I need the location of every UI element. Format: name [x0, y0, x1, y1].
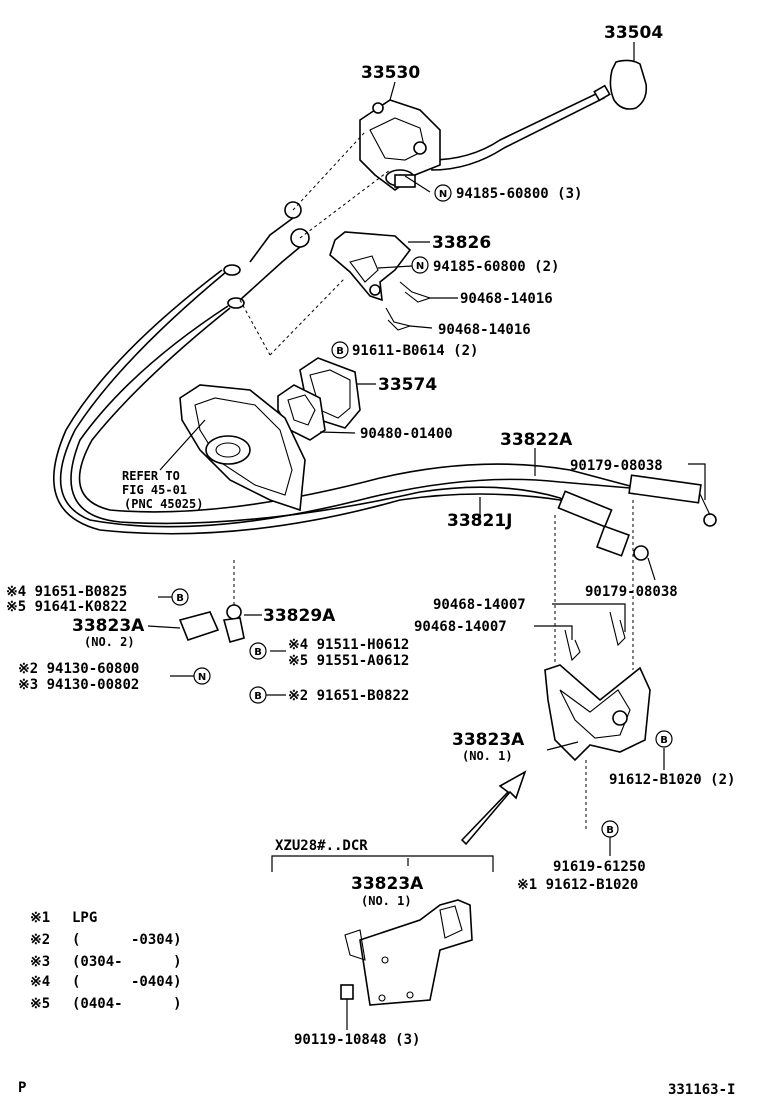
n-marker-2: N — [411, 256, 429, 274]
control-cables — [52, 269, 717, 561]
legend-text-2: ( -0304) — [72, 932, 182, 948]
b-marker-2: B — [171, 588, 189, 606]
n-marker-3: N — [193, 667, 211, 685]
svg-text:B: B — [176, 593, 184, 604]
b-marker-3: B — [249, 642, 267, 660]
label-x5-91641: ※5 91641-K0822 — [6, 599, 127, 615]
shift-lever-assembly — [359, 59, 648, 191]
legend-text-3: (0304- ) — [72, 954, 182, 970]
cable-ends-upper — [223, 131, 391, 309]
label-x3-94130: ※3 94130-00802 — [18, 677, 139, 693]
bracket-33823a-no1 — [544, 500, 651, 830]
label-90468-d: 90468-14007 — [414, 619, 507, 635]
bracket-33826 — [239, 231, 412, 356]
legend-mark-1: ※1 — [30, 910, 50, 926]
label-94185-2: 94185-60800 (2) — [433, 259, 559, 275]
label-33823a-no1: 33823A — [452, 730, 525, 750]
label-33823a-no1-inset: 33823A — [351, 874, 424, 894]
label-91619: 91619-61250 — [553, 859, 646, 875]
label-90179-b: 90179-08038 — [585, 584, 678, 600]
label-33821j: 33821J — [447, 511, 512, 531]
refer-note: REFER TO FIG 45-01 (PNC 45025) — [122, 469, 203, 511]
label-90480: 90480-01400 — [360, 426, 453, 442]
inset-group — [271, 855, 494, 1030]
n-marker-1: N — [434, 184, 452, 202]
leader-lines — [147, 42, 706, 866]
b-marker-4: B — [249, 686, 267, 704]
label-no1-inset: (NO. 1) — [361, 894, 412, 908]
svg-text:B: B — [254, 647, 262, 658]
footer-left: P — [18, 1080, 26, 1096]
b-marker-6: B — [601, 820, 619, 838]
label-no1: (NO. 1) — [462, 749, 513, 763]
svg-text:B: B — [660, 735, 668, 746]
part-number-labels: 94185-60800 (3) 94185-60800 (2) 90468-14… — [6, 186, 735, 1048]
legend-text-1: LPG — [72, 910, 97, 926]
direction-arrow — [460, 770, 527, 846]
label-90468-a: 90468-14016 — [460, 291, 553, 307]
label-94185-1: 94185-60800 (3) — [456, 186, 582, 202]
svg-text:N: N — [416, 261, 424, 272]
floor-plate — [159, 384, 306, 512]
cover-plates — [277, 357, 361, 441]
label-91612: ※1 91612-B1020 — [517, 877, 638, 893]
refer-line2: FIG 45-01 — [122, 483, 187, 497]
label-x4-91651: ※4 91651-B0825 — [6, 584, 127, 600]
svg-text:B: B — [254, 691, 262, 702]
refer-line1: REFER TO — [122, 469, 180, 483]
group-label: XZU28#..DCR — [275, 838, 368, 854]
legend-text-5: (0404- ) — [72, 996, 182, 1012]
footer-right: 331163-I — [668, 1082, 735, 1098]
refer-line3: (PNC 45025) — [124, 497, 203, 511]
label-x2-94130: ※2 94130-60800 — [18, 661, 139, 677]
label-no2: (NO. 2) — [84, 635, 135, 649]
symbol-markers: N N B B B N B B B — [171, 184, 673, 838]
svg-text:N: N — [198, 672, 206, 683]
label-33829a: 33829A — [263, 606, 336, 626]
label-x4-91511: ※4 91511-H0612 — [288, 637, 409, 653]
svg-text:N: N — [439, 189, 447, 200]
label-33504: 33504 — [604, 23, 663, 43]
label-90179-a: 90179-08038 — [570, 458, 663, 474]
label-90119: 90119-10848 (3) — [294, 1032, 420, 1048]
label-90468-b: 90468-14016 — [438, 322, 531, 338]
legend-text-4: ( -0404) — [72, 974, 182, 990]
svg-text:B: B — [606, 825, 614, 836]
b-marker-5: B — [655, 730, 673, 748]
label-33574: 33574 — [378, 375, 437, 395]
legend-mark-5: ※5 — [30, 996, 50, 1012]
label-90468-c: 90468-14007 — [433, 597, 526, 613]
legend: ※1 LPG ※2 ( -0304) ※3 (0304- ) ※4 ( -040… — [30, 910, 182, 1012]
label-33530: 33530 — [361, 63, 420, 83]
label-33823a-no2: 33823A — [72, 616, 145, 636]
bracket-33823a-no2 — [178, 560, 245, 643]
label-33822a: 33822A — [500, 430, 573, 450]
label-91611: 91611-B0614 (2) — [352, 343, 478, 359]
label-33826: 33826 — [432, 233, 491, 253]
legend-mark-3: ※3 — [30, 954, 50, 970]
legend-mark-4: ※4 — [30, 974, 50, 990]
legend-mark-2: ※2 — [30, 932, 50, 948]
label-x2-91651: ※2 91651-B0822 — [288, 688, 409, 704]
label-x5-91551: ※5 91551-A0612 — [288, 653, 409, 669]
label-91612-2: 91612-B1020 (2) — [609, 772, 735, 788]
callout-labels: 33504 33530 33826 33574 33822A 33821J 33… — [72, 23, 663, 908]
clips-90468-14016 — [385, 281, 432, 331]
b-marker-1: B — [331, 341, 349, 359]
svg-text:B: B — [336, 346, 344, 357]
